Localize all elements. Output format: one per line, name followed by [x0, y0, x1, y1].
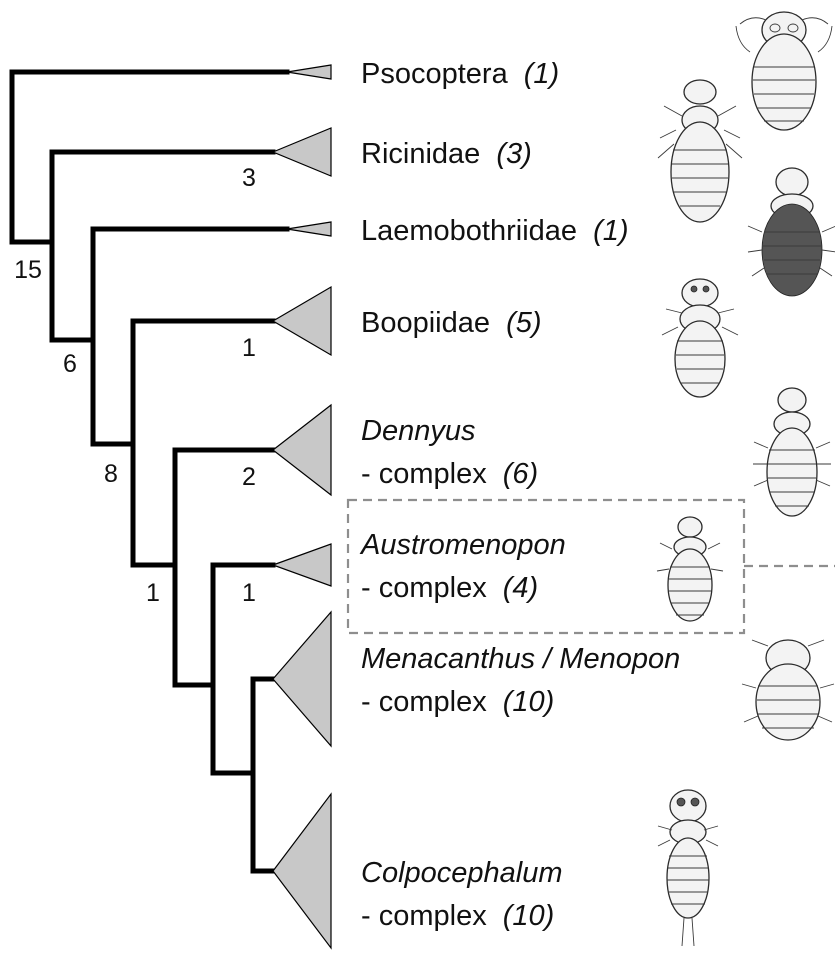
taxon-name: Ricinidae: [361, 138, 480, 170]
taxon-name: Boopiidae: [361, 307, 490, 339]
taxon-suffix: - complex: [361, 900, 487, 932]
taxon-suffix: - complex: [361, 572, 487, 604]
taxon-suffix: - complex: [361, 458, 487, 490]
support-value-ricinidae: 3: [242, 164, 256, 192]
taxon-label-austromenopon-sub: - complex (4): [361, 572, 538, 604]
taxon-name: Colpocephalum: [361, 857, 563, 889]
clade-laemobothriidae: [287, 222, 331, 236]
taxon-name: Austromenopon: [359, 529, 566, 561]
taxon-suffix: - complex: [361, 686, 487, 718]
taxon-name: Psocoptera: [361, 58, 509, 90]
taxon-name: Laemobothriidae: [361, 215, 577, 247]
clade-colpocephalum: [273, 794, 331, 948]
support-value-austromenopon: 1: [242, 579, 256, 607]
support-value-boopiidae: 1: [242, 334, 256, 362]
austromenopon-louse-illustration: [657, 517, 723, 621]
taxon-count: (10): [503, 900, 555, 932]
taxon-count: (1): [593, 215, 628, 247]
taxon-label-colpocephalum: Colpocephalum: [361, 857, 563, 889]
taxon-count: (6): [503, 458, 538, 490]
illustrations: [657, 12, 835, 946]
taxon-label-psocoptera: Psocoptera (1): [361, 58, 559, 90]
laemobothriidae-louse-illustration: [748, 168, 835, 296]
clade-psocoptera: [287, 65, 331, 79]
taxon-label-austromenopon: Austromenopon: [359, 529, 566, 561]
clade-boopiidae: [273, 287, 331, 355]
clade-ricinidae: [273, 128, 331, 176]
highlight-box: [348, 500, 835, 633]
support-value-node-8: 8: [104, 460, 118, 488]
taxon-label-menacanthus: Menacanthus / Menopon: [361, 643, 680, 675]
branch-node-8: [93, 229, 287, 444]
support-value-node-6: 6: [63, 350, 77, 378]
taxon-label-laemobothriidae: Laemobothriidae (1): [361, 215, 629, 247]
psocoptera-louse-illustration: [736, 12, 832, 130]
support-value-root: 15: [14, 256, 42, 284]
branch-node-6: [52, 152, 273, 340]
taxon-count: (10): [503, 686, 555, 718]
taxon-count: (3): [496, 138, 531, 170]
taxon-label-boopiidae: Boopiidae (5): [361, 307, 542, 339]
taxon-name: Menacanthus / Menopon: [361, 643, 680, 675]
boopiidae-louse-illustration: [662, 279, 738, 397]
taxon-label-colpocephalum-sub: - complex (10): [361, 900, 554, 932]
branch-menacanthus-colpocephalum: [253, 679, 273, 871]
taxon-count: (4): [503, 572, 538, 604]
taxon-label-ricinidae: Ricinidae (3): [361, 138, 532, 170]
taxon-labels: Psocoptera (1) Ricinidae (3) Laemobothri…: [359, 58, 680, 932]
taxon-count: (1): [524, 58, 559, 90]
support-value-dennyus: 2: [242, 463, 256, 491]
clade-austromenopon: [273, 544, 331, 586]
clade-menacanthus: [273, 612, 331, 746]
taxon-name: Dennyus: [361, 415, 475, 447]
taxon-label-dennyus: Dennyus: [361, 415, 475, 447]
taxon-label-dennyus-sub: - complex (6): [361, 458, 538, 490]
dennyus-louse-illustration: [753, 388, 831, 516]
clade-dennyus: [273, 405, 331, 495]
clade-triangles: [273, 65, 331, 948]
colpocephalum-louse-illustration: [658, 790, 718, 946]
menacanthus-louse-illustration: [742, 640, 834, 740]
taxon-count: (5): [506, 307, 541, 339]
support-value-node-1: 1: [146, 579, 160, 607]
ricinidae-louse-illustration: [658, 80, 742, 222]
taxon-label-menacanthus-sub: - complex (10): [361, 686, 554, 718]
